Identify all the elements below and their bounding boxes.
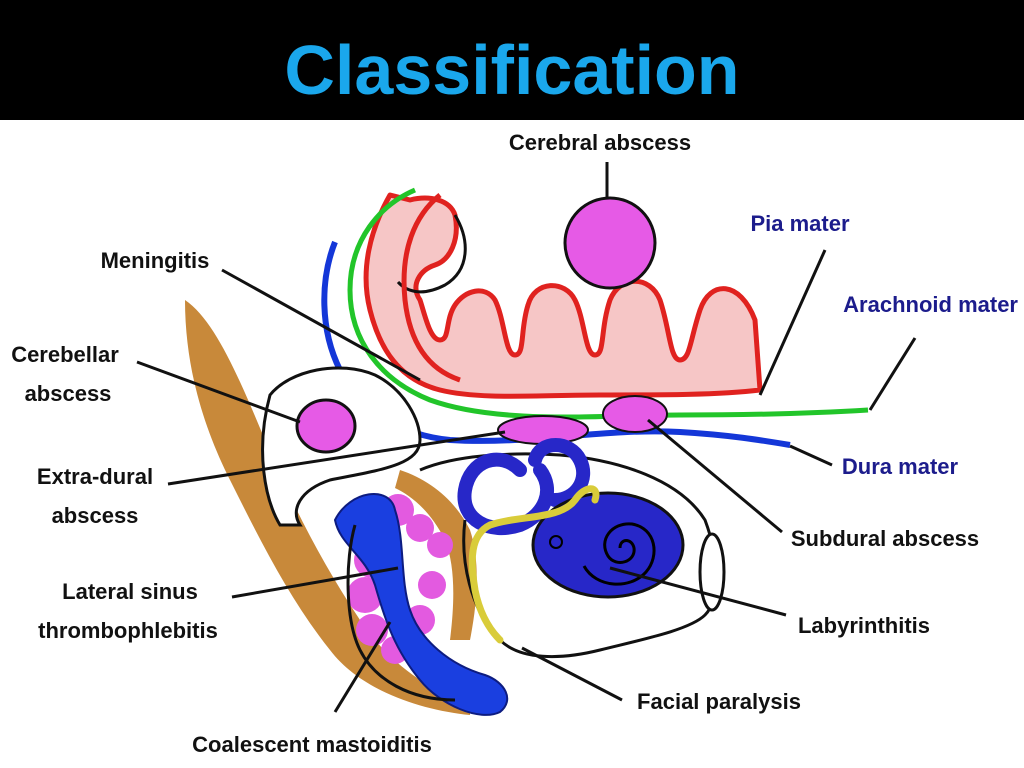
label-lateral-sinus-line2: thrombophlebitis	[38, 618, 218, 643]
extra-dural-pointer	[167, 430, 506, 486]
label-subdural-abscess: Subdural abscess	[791, 526, 979, 551]
ear-canal-opening	[698, 532, 726, 612]
lateral-sinus-pointer	[231, 566, 399, 599]
oval-window	[549, 535, 563, 549]
label-meningitis: Meningitis	[101, 248, 210, 273]
cerebellar-abscess-pointer	[136, 360, 301, 424]
arachnoid-mater-pointer	[868, 337, 917, 411]
temporal-bone	[185, 300, 470, 715]
cerebellar-abscess-circle	[295, 398, 357, 454]
label-dura-mater: Dura mater	[842, 454, 959, 479]
coalescent-mastoiditis-pointer	[333, 621, 392, 713]
pia-mater-line	[401, 193, 461, 383]
label-lateral-sinus-line1: Lateral sinus	[62, 579, 198, 604]
facial-paralysis-pointer	[521, 646, 623, 702]
label-coalescent-mastoiditis: Coalescent mastoiditis	[192, 732, 432, 757]
pia-mater-pointer	[758, 249, 827, 396]
label-facial-paralysis: Facial paralysis	[637, 689, 801, 714]
dura-mater-pointer	[789, 444, 833, 467]
label-pia-mater: Pia mater	[750, 211, 849, 236]
label-cerebellar-abscess-line2: abscess	[25, 381, 112, 406]
lateral-sinus	[333, 493, 509, 716]
label-cerebral-abscess: Cerebral abscess	[509, 130, 691, 155]
facial-nerve	[468, 485, 600, 644]
label-extra-dural-line2: abscess	[52, 503, 139, 528]
title-bar: Classification	[0, 0, 1024, 120]
extradural-abscess-ellipse	[497, 415, 589, 445]
cochlea-spiral	[582, 522, 656, 586]
semicircular-canals	[457, 438, 591, 536]
cortex-inner-sulcus	[396, 214, 467, 294]
slide-title: Classification	[284, 31, 740, 109]
mastoid-outline	[346, 524, 456, 702]
label-arachnoid-mater: Arachnoid mater	[843, 292, 1018, 317]
label-labyrinthitis: Labyrinthitis	[798, 613, 930, 638]
subdural-abscess-pointer	[647, 418, 783, 534]
label-cerebellar-abscess-line1: Cerebellar	[11, 342, 119, 367]
cerebral-cortex	[363, 192, 763, 399]
temporal-bone-inner	[395, 470, 477, 640]
label-extra-dural-line1: Extra-dural	[37, 464, 153, 489]
labyrinthitis-pointer	[609, 566, 787, 617]
meningitis-pointer	[221, 268, 421, 382]
cerebral-abscess-circle	[563, 196, 657, 290]
arachnoid-mater-line	[347, 187, 869, 420]
